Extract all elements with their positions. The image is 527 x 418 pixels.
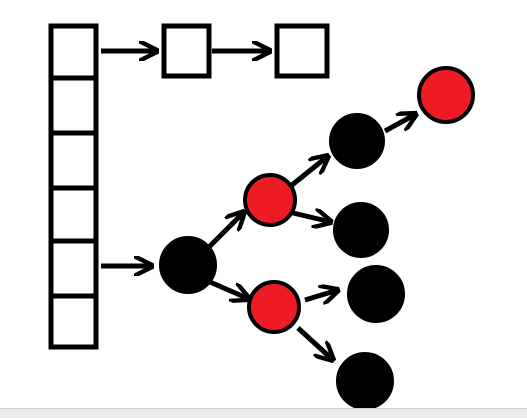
bucket-3	[48, 185, 99, 244]
edge-r2-to-b4	[296, 326, 333, 360]
bucket-array	[48, 23, 99, 350]
tree-node-black-4	[336, 352, 394, 410]
tree-node-root-black	[159, 236, 217, 294]
tree-edges	[101, 114, 416, 360]
edge-root-to-r1	[206, 212, 244, 250]
tree-node-black-2	[333, 202, 389, 258]
bucket-1	[48, 75, 99, 136]
edge-r2-to-b3	[304, 290, 338, 300]
tree-nodes	[159, 66, 475, 410]
bucket-4	[48, 238, 99, 299]
list-node-1	[161, 23, 212, 79]
tree-node-black-1	[329, 113, 385, 169]
edge-r1-to-b1	[290, 156, 328, 187]
tree-node-black-3	[347, 265, 405, 323]
edge-root-to-r2	[209, 279, 249, 299]
edge-r1-to-b2	[292, 213, 331, 222]
bucket-0	[48, 23, 99, 81]
tree-node-red-2	[247, 280, 301, 334]
chain-list	[101, 23, 330, 79]
tree-node-red-3	[417, 66, 475, 124]
bucket-2	[48, 130, 99, 191]
bottom-border-strip	[0, 408, 527, 418]
bucket-5	[48, 293, 99, 350]
tree-node-red-1	[243, 173, 297, 227]
edge-b1-to-r3	[383, 114, 416, 134]
list-node-2	[274, 23, 330, 79]
